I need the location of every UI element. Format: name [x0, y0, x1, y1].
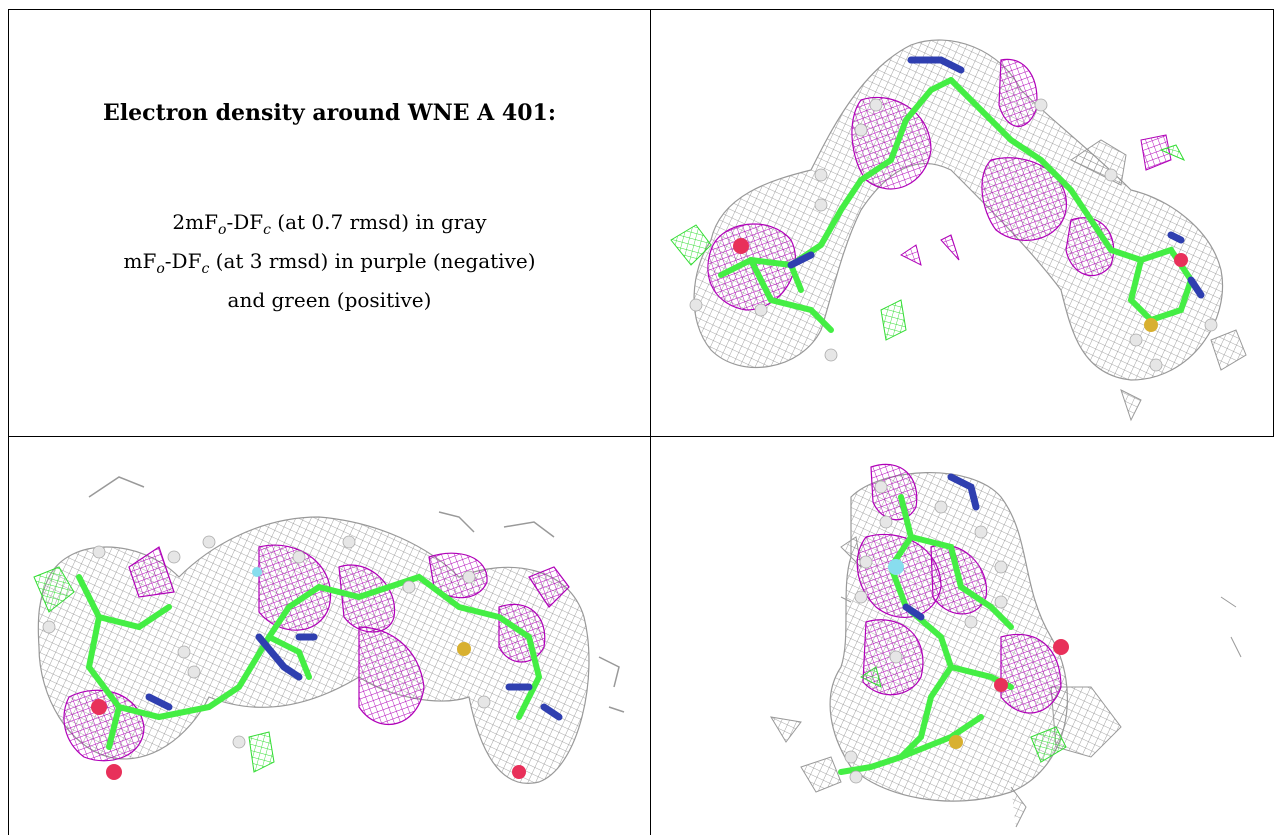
ligand-bonds — [76, 573, 543, 750]
caption-line-2fofc: 2mFo-DFc (at 0.7 rmsd) in gray — [172, 210, 487, 238]
caption-line-fofc: mFo-DFc (at 3 rmsd) in purple (negative) — [123, 249, 536, 277]
heteroatom-spheres — [888, 559, 1069, 749]
purple-negative-mesh — [63, 544, 570, 762]
nitrogen-atoms — [787, 56, 1205, 299]
hydrogen-atoms — [689, 98, 1218, 372]
heteroatom-spheres — [733, 238, 1188, 332]
density-view-top-right — [651, 10, 1273, 436]
rule-center — [650, 9, 651, 835]
ligand-bonds — [718, 77, 1195, 333]
green-positive-mesh — [670, 144, 1186, 341]
ligand-bonds — [838, 494, 1014, 775]
rule-left — [8, 9, 9, 835]
density-render-3 — [770, 463, 1242, 828]
heteroatom-spheres — [91, 567, 526, 780]
rule-middle — [8, 436, 1274, 437]
caption-cell: Electron density around WNE A 401: 2mFo-… — [9, 10, 650, 436]
nitrogen-atoms — [902, 473, 980, 621]
caption-body: 2mFo-DFc (at 0.7 rmsd) in gray mFo-DFc (… — [9, 207, 650, 316]
green-positive-mesh — [860, 666, 1067, 763]
density-render-2 — [33, 476, 625, 784]
rule-top — [8, 9, 1274, 10]
purple-negative-mesh — [707, 58, 1172, 311]
hydrogen-atoms — [844, 480, 1008, 784]
density-view-bottom-left — [9, 437, 650, 835]
density-view-bottom-right — [651, 437, 1273, 835]
caption-title: Electron density around WNE A 401: — [103, 100, 556, 126]
nitrogen-atoms — [145, 633, 563, 721]
hydrogen-atoms — [42, 535, 491, 749]
gray-2fofc-mesh — [693, 39, 1247, 422]
caption-line-positive: and green (positive) — [227, 288, 432, 312]
density-render-1 — [670, 39, 1247, 422]
green-positive-mesh — [33, 566, 275, 773]
rule-right — [1273, 9, 1274, 437]
